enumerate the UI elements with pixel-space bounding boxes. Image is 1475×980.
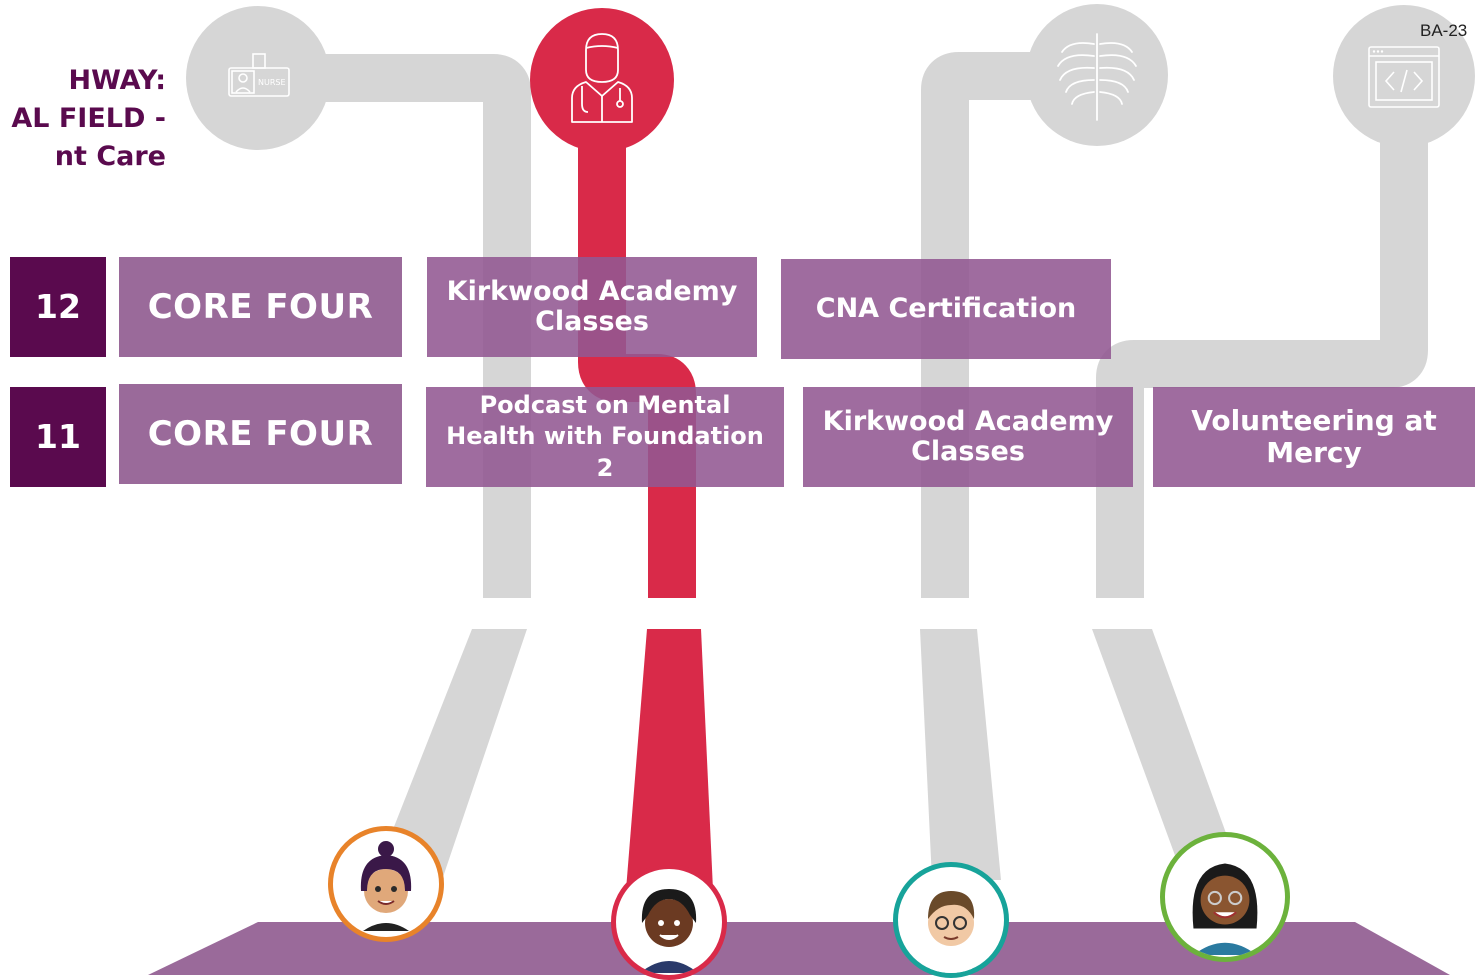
path-4-grey xyxy=(1096,76,1428,598)
grade-12-label: 12 xyxy=(10,257,106,357)
path-3-grey xyxy=(921,52,1097,598)
avatar-student-2 xyxy=(611,864,727,980)
badge-label: NURSE xyxy=(258,78,286,87)
activity-kirkwood-12: Kirkwood Academy Classes xyxy=(427,257,757,357)
page-title: HWAY: AL FIELD - nt Care xyxy=(0,62,166,176)
document-code: BA-23 xyxy=(1420,21,1468,40)
circle-4 xyxy=(1333,5,1475,147)
grade-11-label: 11 xyxy=(10,387,106,487)
activity-cna-certification: CNA Certification xyxy=(781,259,1111,359)
platform xyxy=(148,922,1450,975)
code-window-dots xyxy=(1372,50,1384,53)
path-3-lower xyxy=(920,629,1001,880)
title-line-1: HWAY: xyxy=(68,65,166,96)
ribcage-icon xyxy=(1057,33,1137,121)
path-2-lower xyxy=(626,629,713,890)
id-badge-icon xyxy=(228,53,290,97)
circle-1 xyxy=(186,6,330,150)
avatar-student-3 xyxy=(893,862,1009,978)
activity-volunteering: Volunteering at Mercy xyxy=(1153,387,1475,487)
path-4-lower xyxy=(1092,629,1243,880)
path-1-lower xyxy=(373,629,527,880)
avatar-student-1 xyxy=(328,826,444,942)
activity-kirkwood-11: Kirkwood Academy Classes xyxy=(803,387,1133,487)
avatar-student-4 xyxy=(1160,832,1290,962)
activity-podcast: Podcast on Mental Health with Foundation… xyxy=(426,387,784,487)
path-1-grey xyxy=(258,54,531,598)
nurse-icon xyxy=(571,33,633,123)
title-line-2: AL FIELD - xyxy=(11,103,166,134)
core-four-12: CORE FOUR xyxy=(119,257,402,357)
core-four-11: CORE FOUR xyxy=(119,384,402,484)
code-window-icon xyxy=(1368,46,1440,108)
title-line-3: nt Care xyxy=(54,141,166,172)
circle-2 xyxy=(530,8,674,152)
